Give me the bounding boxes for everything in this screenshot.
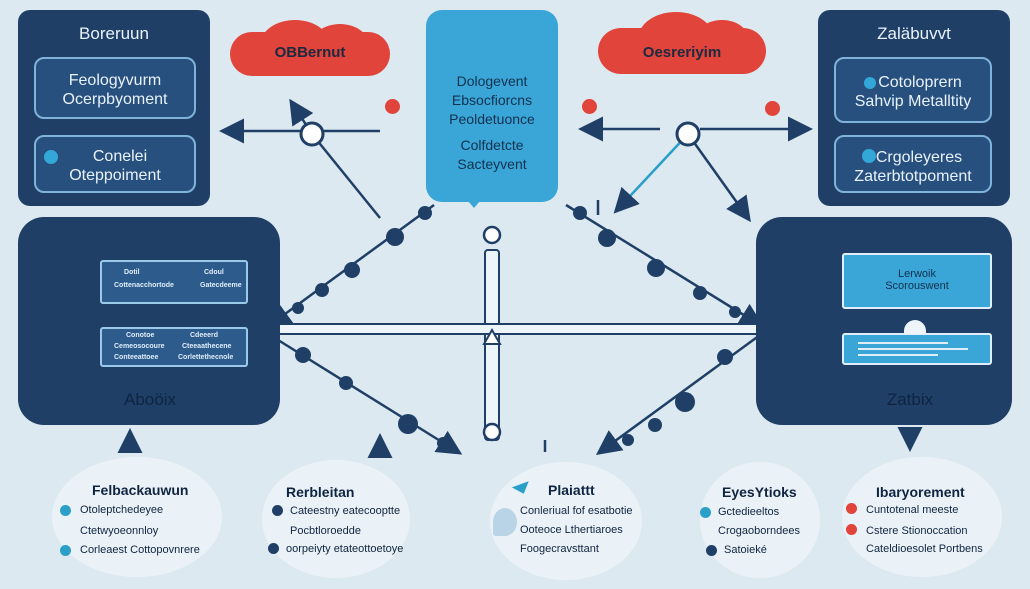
right-big-title: Zatbix xyxy=(886,390,934,409)
status-dot-icon xyxy=(44,150,58,164)
center-line-1: Dologevent xyxy=(456,73,528,89)
status-dot-icon xyxy=(862,149,876,163)
group-1-item-2: Ctetwyoeonnloy xyxy=(80,525,159,537)
group-4-item-2: Crogaoborndees xyxy=(718,525,800,537)
group-title-1: Felbackauwun xyxy=(92,482,189,498)
right-panel-title: Zaläbuvvt xyxy=(877,24,951,43)
red-marker-icon xyxy=(385,99,400,114)
bullet-icon xyxy=(60,505,71,516)
group-3-item-2: Ooteoce Lthertiaroes xyxy=(520,524,623,536)
left-mini-table-1[interactable]: Dotil Cdoul Cottenacchortode Gatecdeeme xyxy=(100,260,248,304)
bullet-icon xyxy=(700,507,711,518)
group-2-item-2: Pocbtloroedde xyxy=(290,525,361,537)
cloud-right-label: Oesreriyim xyxy=(642,44,722,61)
left-mini-table-2[interactable]: Conotoe Cdeeerd Cemeosocoure Cteeaathece… xyxy=(100,327,248,367)
group-title-5: Ibaryorement xyxy=(876,484,965,500)
group-title-4: EyesYtioks xyxy=(722,484,797,500)
group-title-3: Plaiattt xyxy=(548,482,595,498)
center-box-tail xyxy=(462,194,486,208)
left-panel-title-text: Boreruun xyxy=(79,24,149,43)
group-5-item-2: Cstere Stionoccation xyxy=(866,525,968,537)
left-big-title: Aboöix xyxy=(124,390,176,409)
right-card-2[interactable]: Crgoleyeres Zaterbtotpoment xyxy=(834,135,992,193)
bullet-icon xyxy=(846,503,857,514)
red-marker-icon xyxy=(582,99,597,114)
right-big-block xyxy=(756,217,1012,425)
left-card-2-line1: Conelei xyxy=(92,148,148,165)
right-card-2-line2: Zaterbtotpoment xyxy=(854,168,972,185)
bullet-icon xyxy=(706,545,717,556)
group-blob-4 xyxy=(700,462,820,578)
bullet-icon xyxy=(60,545,71,556)
cloud-left: OBBernut xyxy=(230,20,390,80)
bullet-icon xyxy=(272,505,283,516)
group-2-item-1: Cateestny eatecooptte xyxy=(290,505,401,517)
group-blob-1 xyxy=(52,457,222,577)
cloud-right: Oesreriyim xyxy=(598,12,766,76)
center-line-3: Peoldetuonce xyxy=(449,111,535,127)
center-line-4: Colfdetcte xyxy=(460,137,524,153)
group-3-item-3: Foogecravsttant xyxy=(520,543,599,555)
right-card-1-line2: Sahvip Metalltity xyxy=(854,93,972,110)
center-line-2: Ebsocfiorcns xyxy=(451,92,533,108)
left-card-1-line1: Feologyvurm xyxy=(68,72,162,89)
right-card-1[interactable]: Cotoloprern Sahvip Metalltity xyxy=(834,57,992,123)
group-2-item-3: oorpeiyty etateottoetoye xyxy=(286,543,404,555)
group-blob-5 xyxy=(842,457,1002,577)
chat-bubble-icon xyxy=(493,508,517,536)
status-dot-icon xyxy=(864,77,876,89)
center-box[interactable]: Dologevent Ebsocfiorcns Peoldetuonce Col… xyxy=(426,10,558,202)
right-box-bottom[interactable] xyxy=(842,333,992,365)
group-4-item-3: Satoieké xyxy=(724,544,767,556)
cloud-left-label: OBBernut xyxy=(274,44,346,61)
group-3-item-1: Conleriual fof esatbotie xyxy=(520,505,633,517)
group-1-item-3: Corleaest Cottopovnrere xyxy=(80,544,200,556)
group-title-2: Rerbleitan xyxy=(286,484,355,500)
left-card-2[interactable]: Conelei Oteppoiment xyxy=(34,135,196,193)
right-box-top[interactable]: Lerwoik Scorouswent xyxy=(842,253,992,309)
left-big-block xyxy=(18,217,280,425)
group-blob-2 xyxy=(262,460,410,578)
group-5-item-1: Cuntotenal meeste xyxy=(866,504,959,516)
left-card-1-line2: Ocerpbyoment xyxy=(62,91,168,108)
group-4-item-1: Gctedieeltos xyxy=(718,506,780,518)
red-marker-icon xyxy=(765,101,780,116)
group-1-item-1: Otoleptchedeyee xyxy=(80,504,164,516)
center-line-5: Sacteyvent xyxy=(457,156,527,172)
right-card-1-line1: Cotoloprern xyxy=(878,74,962,91)
group-5-item-3: Cateldioesolet Portbens xyxy=(866,543,983,555)
bullet-icon xyxy=(268,543,279,554)
knob-icon xyxy=(904,320,926,334)
bullet-icon xyxy=(846,524,857,535)
right-card-2-line1: Crgoleyeres xyxy=(875,149,963,166)
left-card-1[interactable]: Feologyvurm Ocerpbyoment xyxy=(34,57,196,119)
left-card-2-line2: Oteppoiment xyxy=(69,167,161,184)
